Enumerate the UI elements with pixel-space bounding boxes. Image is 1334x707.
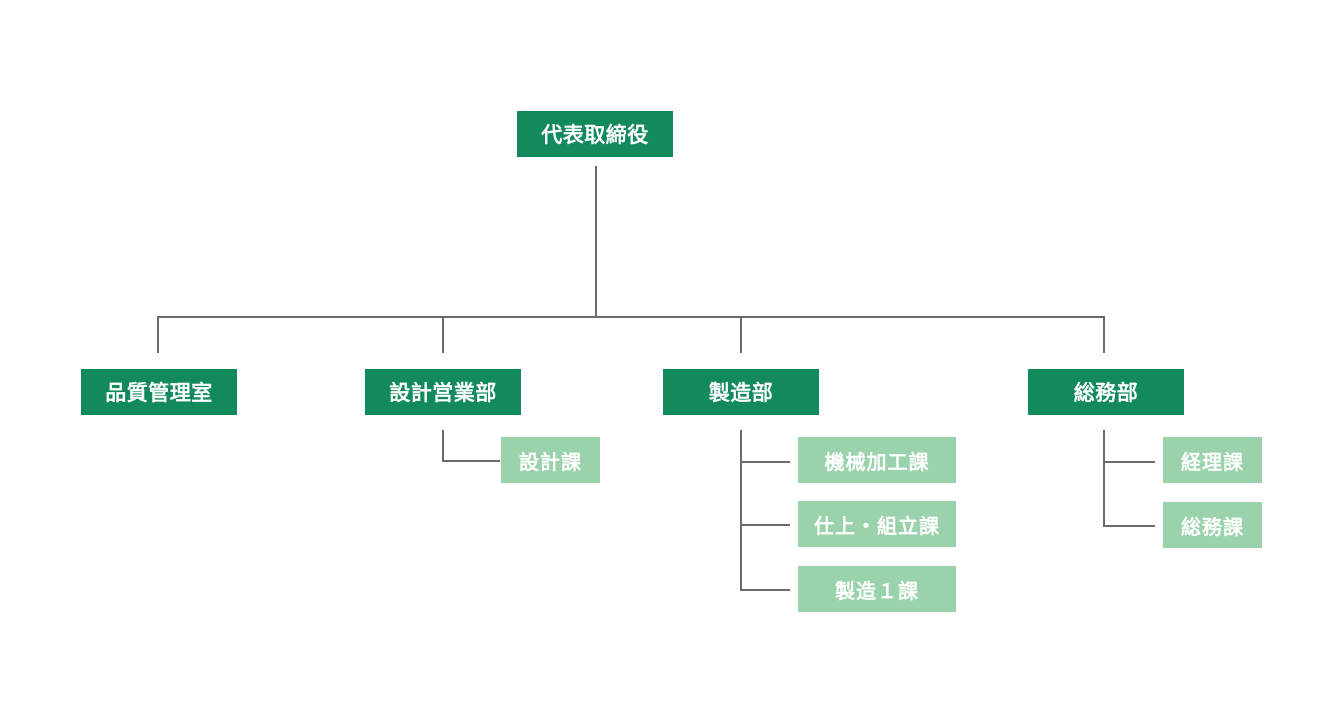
section-node-general-affairs: 総務課 xyxy=(1163,502,1262,548)
branch-elbow-line-accounting xyxy=(1103,461,1155,463)
branch-elbow-line-design xyxy=(442,460,500,462)
branch-elbow-line-manufacturing1 xyxy=(740,589,790,591)
root-connector-line xyxy=(595,166,597,317)
branch-vertical-line-manufacturing xyxy=(740,430,742,591)
branch-vertical-line-general-affairs xyxy=(1103,430,1105,527)
dept-drop-line-design-sales xyxy=(442,316,444,353)
branch-elbow-line-machining xyxy=(740,461,790,463)
horizontal-bus-line xyxy=(157,316,1105,318)
dept-drop-line-manufacturing xyxy=(740,316,742,353)
section-node-accounting: 経理課 xyxy=(1163,437,1262,483)
dept-node-quality-control: 品質管理室 xyxy=(81,369,237,415)
dept-node-general-affairs: 総務部 xyxy=(1028,369,1184,415)
branch-elbow-line-general-affairs-section xyxy=(1103,525,1155,527)
dept-drop-line-quality xyxy=(157,316,159,353)
branch-elbow-line-assembly xyxy=(740,524,790,526)
dept-node-manufacturing: 製造部 xyxy=(663,369,819,415)
dept-drop-line-general-affairs xyxy=(1103,316,1105,353)
section-node-finishing-assembly: 仕上・組立課 xyxy=(798,501,956,547)
root-node-representative-director: 代表取締役 xyxy=(517,111,673,157)
section-node-design: 設計課 xyxy=(501,437,600,483)
section-node-manufacturing-1: 製造１課 xyxy=(798,566,956,612)
branch-vertical-line-design-sales xyxy=(442,430,444,462)
dept-node-design-sales: 設計営業部 xyxy=(365,369,521,415)
section-node-machining: 機械加工課 xyxy=(798,437,956,483)
